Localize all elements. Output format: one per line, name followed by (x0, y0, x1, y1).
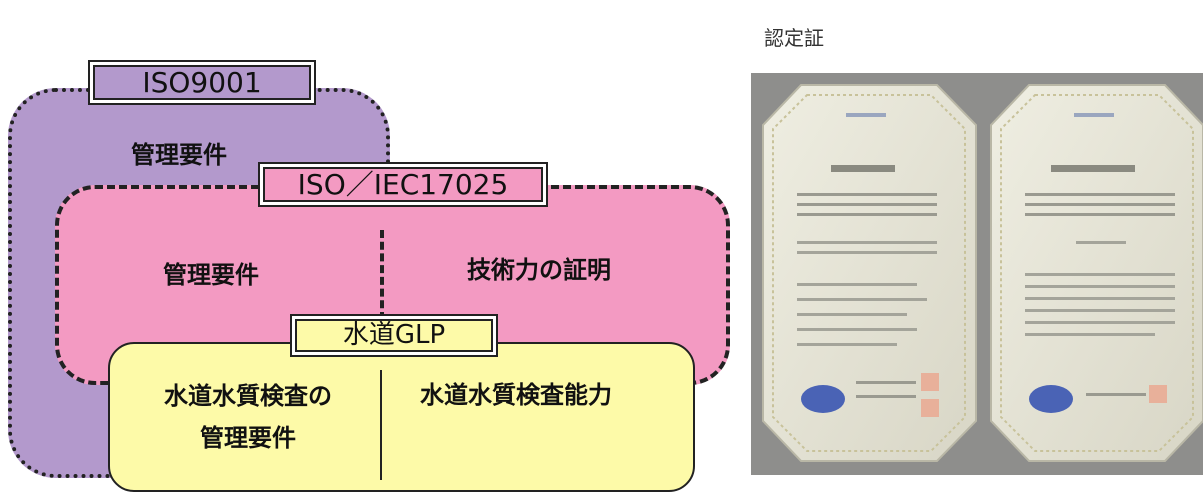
iec17025-technical-competence: 技術力の証明 (467, 256, 611, 284)
certificate-right (990, 84, 1203, 462)
certificate-images (751, 73, 1203, 475)
glp-management-requirements: 水道水質検査の 管理要件 (164, 382, 332, 452)
iec17025-divider (380, 230, 384, 320)
water-glp-divider (380, 370, 382, 480)
certificate-title: 認定証 (764, 26, 824, 50)
glp-testing-capability: 水道水質検査能力 (420, 381, 612, 409)
certificate-photo (751, 73, 1203, 475)
iso9001-management-requirements: 管理要件 (131, 141, 227, 169)
iec17025-management-requirements: 管理要件 (163, 261, 259, 289)
certificate-left (762, 84, 977, 462)
iso9001-label: ISO9001 (88, 60, 316, 105)
iec17025-label: ISO／IEC17025 (258, 162, 548, 207)
water-glp-label: 水道GLP (290, 314, 498, 357)
